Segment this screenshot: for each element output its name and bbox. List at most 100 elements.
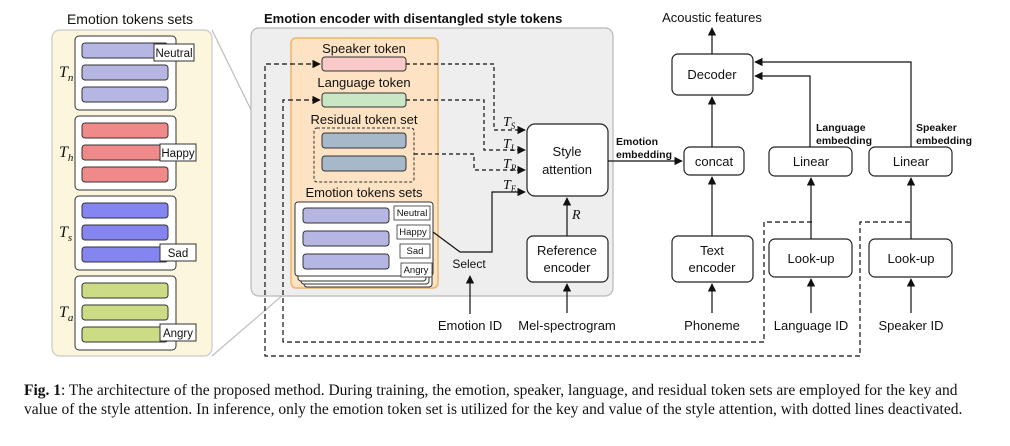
group-tag-angry: Angry	[163, 328, 193, 340]
stack-tag-box	[396, 224, 431, 240]
stack-tag-sad: Sad	[407, 246, 424, 257]
stack-tag-happy: Happy	[399, 227, 427, 238]
text-encoder-label-line1: Text	[700, 243, 724, 258]
language-token-arrow	[406, 99, 526, 155]
speaker-token-label: Speaker token	[322, 41, 406, 56]
language-id-dashed-line	[282, 95, 812, 343]
residual-token	[321, 155, 407, 172]
residual-token-arrow	[414, 153, 526, 175]
group-tag-box	[159, 143, 197, 162]
residual-token	[321, 132, 407, 149]
emotion-token	[81, 326, 169, 343]
emotion-token	[81, 166, 169, 183]
emotion-embedding-label-line2: embedding	[616, 149, 672, 161]
emotion-token	[81, 304, 169, 321]
stack-tag-box	[393, 205, 431, 221]
language-token	[321, 92, 407, 108]
group-symbol-neutral: Tn	[59, 64, 74, 84]
text-encoder-label-line2: encoder	[689, 260, 737, 275]
stack-token	[302, 253, 390, 270]
emotion-tokens-sets-label: Emotion tokens sets	[305, 185, 423, 200]
panel-background	[51, 29, 213, 357]
speaker-id-label: Speaker ID	[878, 318, 943, 333]
speaker-linear-label: Linear	[893, 154, 930, 169]
speaker-token	[321, 56, 407, 72]
group-tag-happy: Happy	[161, 148, 194, 160]
figure-caption: Fig. 1: The architecture of the proposed…	[24, 381, 990, 419]
speaker-linear-to-decoder-arrow	[754, 57, 912, 147]
speaker-token-arrow	[406, 63, 526, 135]
caption-text: : The architecture of the proposed metho…	[24, 382, 963, 418]
language-token-label: Language token	[317, 75, 410, 90]
reference-encoder-label-line2: encoder	[544, 260, 592, 275]
synthesis-branch: Acoustic features Decoder concat Text en…	[616, 10, 972, 283]
key-symbol-tl: TL	[503, 137, 516, 153]
speaker-lookup-label: Look-up	[888, 251, 935, 266]
encoder-connections	[406, 63, 572, 314]
reference-symbol-r: R	[571, 208, 581, 223]
key-symbol-tr: TR	[503, 157, 517, 173]
mel-spectrogram-label: Mel-spectrogram	[518, 318, 616, 333]
acoustic-features-label: Acoustic features	[662, 10, 762, 25]
select-label: Select	[452, 257, 486, 271]
key-symbol-te: TE	[503, 178, 517, 194]
stack-tag-box	[399, 243, 431, 259]
concat-box	[683, 146, 745, 176]
language-lookup-label: Look-up	[788, 251, 835, 266]
emotion-token	[81, 122, 169, 139]
decoder-label: Decoder	[687, 67, 737, 82]
stack-tag-angry: Angry	[404, 265, 429, 276]
phoneme-label: Phoneme	[684, 318, 740, 333]
group-tag-box	[159, 243, 197, 262]
reference-encoder-label-line1: Reference	[537, 243, 597, 258]
emotion-token	[81, 282, 169, 299]
residual-token-set-frame	[313, 127, 415, 183]
stack-token	[302, 207, 390, 224]
speaker-id-dashed-line	[264, 59, 910, 357]
emotion-token	[81, 144, 169, 161]
language-linear-label: Linear	[793, 154, 830, 169]
style-attention-box	[526, 123, 609, 197]
emotion-token	[81, 224, 169, 241]
language-embedding-label-line2: embedding	[816, 135, 872, 147]
stack-tag-neutral: Neutral	[397, 208, 428, 219]
group-tag-box	[159, 323, 197, 342]
input-labels: Emotion ID Mel-spectrogram Phoneme Langu…	[438, 318, 944, 333]
encoder-title: Emotion encoder with disentangled style …	[264, 11, 562, 26]
group-symbol-happy: Th	[59, 144, 74, 164]
token-group-neutral: Tn Neutral	[59, 35, 195, 111]
group-tag-box	[153, 43, 195, 62]
group-symbol-sad: Ts	[59, 224, 72, 244]
stack-token	[302, 230, 390, 247]
style-attention-label-line1: Style	[553, 144, 582, 159]
panel-title: Emotion tokens sets	[67, 11, 193, 27]
synthesis-connections	[608, 27, 916, 313]
figure-label: Fig. 1	[24, 382, 62, 399]
emotion-token	[81, 64, 169, 81]
emotion-token	[81, 202, 169, 219]
style-attention-label-line2: attention	[542, 162, 592, 177]
emotion-encoder: Emotion encoder with disentangled style …	[250, 11, 614, 297]
emotion-token	[81, 246, 169, 263]
dashed-embedding-lines	[264, 59, 910, 357]
emotion-token-stack: Neutral Happy Sad Angry	[294, 201, 434, 288]
speaker-embedding-label-line1: Speaker	[916, 122, 957, 134]
language-linear-to-decoder-arrow	[754, 71, 811, 147]
language-embedding-label-line1: Language	[816, 122, 866, 134]
token-group-happy: Th Happy	[59, 115, 197, 191]
group-tag-sad: Sad	[168, 248, 188, 260]
key-symbol-ts: TS	[503, 115, 516, 131]
group-symbol-angry: Ta	[59, 304, 74, 324]
emotion-token	[81, 86, 169, 103]
group-tag-neutral: Neutral	[155, 48, 192, 60]
concat-label: concat	[695, 154, 734, 169]
emotion-token-arrow	[432, 187, 526, 253]
speaker-embedding-label-line2: embedding	[916, 135, 972, 147]
emotion-id-label: Emotion ID	[438, 318, 502, 333]
stack-tag-box	[400, 262, 433, 278]
